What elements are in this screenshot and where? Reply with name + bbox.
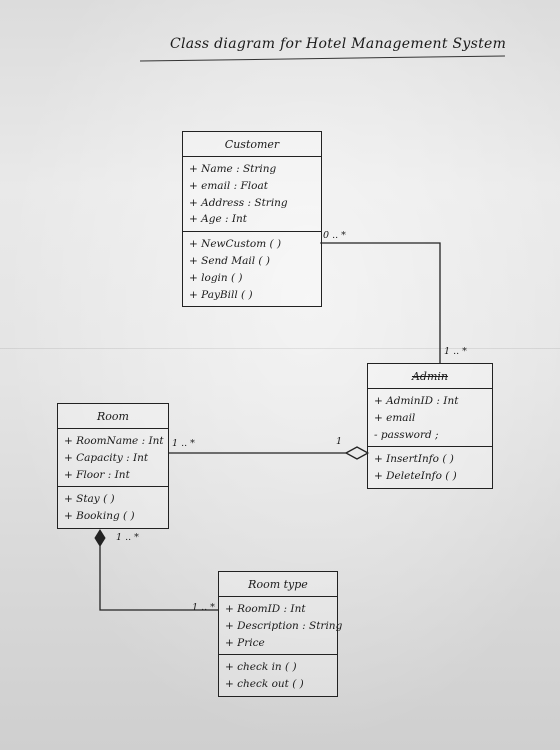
method: + DeleteInfo ( ) bbox=[374, 470, 457, 483]
attribute: + Capacity : Int bbox=[64, 451, 149, 464]
method: + Stay ( ) bbox=[64, 493, 115, 506]
paper-fold bbox=[0, 348, 560, 349]
attribute: + email bbox=[374, 411, 416, 424]
room-class: Room + RoomName : Int + Capacity : Int +… bbox=[57, 403, 169, 529]
customer-admin-association bbox=[320, 242, 441, 363]
multiplicity-room-end-roomtype: 1 .. * bbox=[116, 532, 139, 543]
multiplicity-admin-end-customer: 1 .. * bbox=[444, 346, 467, 357]
attribute: + Age : Int bbox=[189, 213, 247, 226]
attribute: + Name : String bbox=[189, 163, 277, 175]
admin-aggregation-diamond bbox=[344, 446, 370, 460]
multiplicity-admin-end-room: 1 bbox=[336, 436, 343, 447]
method: + Send Mail ( ) bbox=[189, 254, 270, 267]
class-attributes: + Name : String + email : Float + Addres… bbox=[183, 157, 321, 233]
attribute: - password ; bbox=[374, 428, 439, 441]
multiplicity-roomtype-end: 1 .. * bbox=[192, 602, 215, 613]
attribute: + AdminID : Int bbox=[374, 395, 459, 407]
attribute: + Floor : Int bbox=[64, 468, 130, 481]
diagram-title: Class diagram for Hotel Management Syste… bbox=[170, 36, 507, 52]
room-roomtype-association bbox=[99, 546, 218, 611]
class-name: Customer bbox=[183, 132, 321, 157]
admin-class: Admin + AdminID : Int + email - password… bbox=[367, 363, 493, 489]
class-name: Admin bbox=[368, 364, 492, 389]
attribute: + email : Float bbox=[189, 179, 268, 192]
class-methods: + NewCustom ( ) + Send Mail ( ) + login … bbox=[183, 232, 321, 306]
multiplicity-room-end-admin: 1 .. * bbox=[172, 438, 195, 449]
class-methods: + InsertInfo ( ) + DeleteInfo ( ) bbox=[368, 447, 492, 488]
method: + check out ( ) bbox=[225, 678, 304, 691]
class-methods: + Stay ( ) + Booking ( ) bbox=[58, 487, 168, 528]
method: + NewCustom ( ) bbox=[189, 238, 282, 251]
attribute: + Price bbox=[225, 636, 265, 649]
class-name: Room type bbox=[219, 572, 337, 597]
attribute: + RoomID : Int bbox=[225, 603, 306, 615]
multiplicity-customer-end: 0 .. * bbox=[323, 230, 346, 241]
attribute: + RoomName : Int bbox=[64, 435, 164, 447]
method: + login ( ) bbox=[189, 271, 243, 284]
method: + Booking ( ) bbox=[64, 510, 135, 523]
method: + check in ( ) bbox=[225, 661, 297, 674]
roomtype-class: Room type + RoomID : Int + Description :… bbox=[218, 571, 343, 697]
class-methods: + check in ( ) + check out ( ) bbox=[219, 655, 337, 696]
class-attributes: + AdminID : Int + email - password ; bbox=[368, 389, 492, 448]
method: + PayBill ( ) bbox=[189, 288, 253, 301]
room-composition-diamond bbox=[94, 529, 106, 547]
attribute: + Address : String bbox=[189, 196, 288, 209]
class-name: Room bbox=[58, 404, 168, 429]
method: + InsertInfo ( ) bbox=[374, 453, 454, 466]
attribute: + Description : String bbox=[225, 619, 343, 632]
class-attributes: + RoomName : Int + Capacity : Int + Floo… bbox=[58, 429, 168, 488]
class-attributes: + RoomID : Int + Description : String + … bbox=[219, 597, 343, 656]
customer-class: Customer + Name : String + email : Float… bbox=[182, 131, 322, 308]
